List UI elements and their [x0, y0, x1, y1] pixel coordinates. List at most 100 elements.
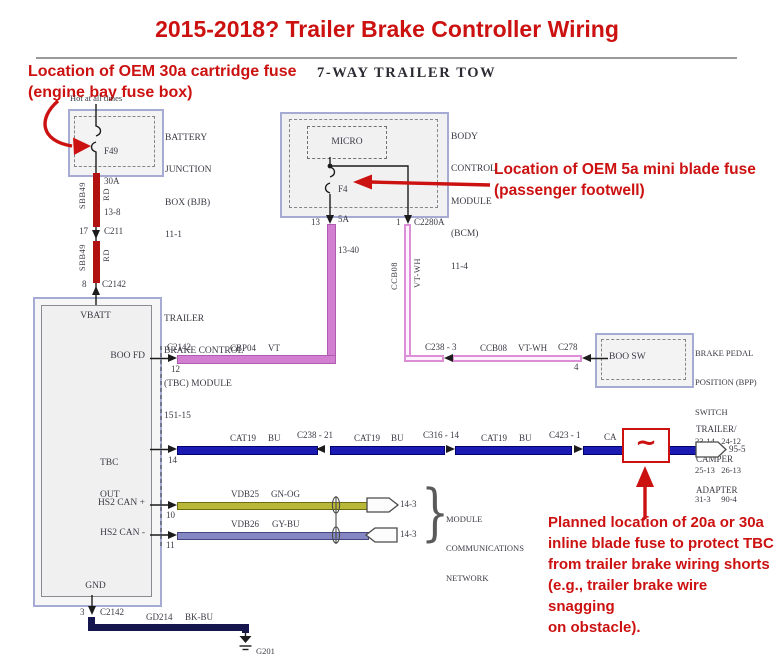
- bpp-name-2: POSITION (BPP): [695, 377, 757, 388]
- bjb-name-1: BATTERY: [165, 132, 208, 143]
- pin-4: 4: [574, 362, 579, 372]
- bjb-fuse-amp: 30A: [104, 176, 120, 187]
- tbc-pin-tbcout: TBC OUT: [100, 436, 120, 523]
- bcm-name-5: 11-4: [451, 261, 469, 272]
- label-cbp04: CBP04: [230, 343, 257, 353]
- bcm-fuse-amp: 5A: [338, 214, 349, 225]
- pin13-arrow: [325, 215, 334, 224]
- annotation-30a-line1: Location of OEM 30a cartridge fuse: [28, 63, 297, 80]
- label-vtwh: VT-WH: [518, 343, 548, 353]
- connector-c316-14: C316 - 14: [423, 430, 459, 440]
- connector-c2142-boofd: C2142: [167, 342, 192, 352]
- bcm-pin-13: 13: [311, 217, 320, 227]
- adapter-name-1: TRAILER/: [696, 423, 737, 434]
- bjb-name-2: JUNCTION: [165, 165, 212, 176]
- pin-10: 10: [166, 510, 175, 520]
- label-gybu: GY-BU: [272, 519, 300, 529]
- wire-ccb08-horizontal-b: [452, 355, 582, 362]
- connector-c2142-gnd: C2142: [100, 607, 125, 617]
- label-cat19-2: CAT19: [354, 433, 381, 443]
- connector-c278: C278: [558, 342, 578, 352]
- label-cat19-3: CAT19: [481, 433, 508, 443]
- annotation-inline-line2: inline blade fuse to protect TBC: [548, 535, 774, 552]
- tbc-pin-tbcout-1: TBC: [100, 457, 119, 468]
- can-plus-connector-pentagon: [366, 497, 400, 513]
- adapter-name-3: ADAPTER: [696, 485, 738, 495]
- wire-vdb25: [177, 502, 369, 510]
- tbc-pin-tbcout-2: OUT: [100, 490, 120, 501]
- wire-sbb49-upper-color: RD: [101, 188, 111, 201]
- annotation-inline-line5: on obstacle).: [548, 619, 641, 636]
- label-bu-2: BU: [391, 433, 404, 443]
- bcm-fuse-label: F4 5A 13-40: [338, 163, 359, 276]
- annotation-inline-line1: Planned location of 20a or 30a: [548, 514, 764, 531]
- bcm-fuse-ref: 13-40: [338, 245, 359, 255]
- wire-vdb26: [177, 532, 369, 540]
- wire-cbp04-vertical: [327, 224, 336, 363]
- adapter-connector-label: E: [702, 444, 707, 453]
- wire-cbp04-horizontal: [177, 355, 336, 364]
- tbc-name-4: 151-15: [164, 411, 191, 422]
- annotation-30a-line2: (engine bay fuse box): [28, 84, 193, 102]
- network-brace: }: [421, 478, 450, 550]
- bcm-name: BODY CONTROL MODULE (BCM) 11-4: [451, 110, 496, 294]
- inline-fuse-wave: ~: [635, 427, 657, 458]
- label-vdb26: VDB26: [231, 519, 260, 529]
- bpp-ref-1: 23-14 24-12: [695, 435, 742, 446]
- ground-symbol: [239, 631, 252, 651]
- tbcout-pin-arrow: [168, 445, 177, 453]
- label-vtwh-vertical: VT-WH: [412, 258, 422, 289]
- inline-fuse-symbol: ~: [622, 428, 670, 463]
- arrow-inline-head: [636, 466, 654, 487]
- title-divider: [36, 57, 737, 59]
- bjb-fuse-label: F49 30A 13-8: [104, 125, 121, 238]
- annotation-inline-line4: (e.g., trailer brake wire snagging: [548, 577, 708, 615]
- annotation-inline-line3: from trailer brake wiring shorts: [548, 556, 770, 573]
- connector-c211: C211: [104, 226, 124, 236]
- pin-11: 11: [166, 540, 175, 550]
- bpp-name-3: SWITCH: [695, 406, 728, 417]
- bcm-micro-box: MICRO: [307, 126, 387, 159]
- wire-ccb08-horizontal-a: [404, 355, 444, 362]
- bjb-hot-label: Hot at all times: [70, 93, 123, 103]
- connector-c238-21: C238 - 21: [297, 430, 333, 440]
- wire-ccb08-vertical: [404, 224, 411, 361]
- annotation-5a-fuse: Location of OEM 5a mini blade fuse (pass…: [494, 160, 756, 202]
- module-network-3: NETWORK: [446, 572, 489, 583]
- label-cbp04-color: VT: [268, 343, 280, 353]
- page-title: 2015-2018? Trailer Brake Controller Wiri…: [155, 16, 619, 42]
- wire-sbb49-lower-color: RD: [101, 249, 111, 262]
- connector-c423-1: C423 - 1: [549, 430, 581, 440]
- bcm-name-3: MODULE: [451, 196, 492, 207]
- connector-arrow-c211: [91, 230, 100, 239]
- can-minus-connector-pentagon: [364, 527, 398, 543]
- ground-label: G201 10-8: [256, 628, 275, 657]
- connector-c2142-vbatt: C2142: [102, 279, 127, 289]
- wire-cat19-seg4: [583, 446, 624, 455]
- bcm-name-2: CONTROL: [451, 164, 496, 175]
- bcm-micro-label: MICRO: [331, 137, 363, 148]
- pin-3: 3: [80, 607, 85, 617]
- adapter-name-2: CAMPER: [696, 454, 734, 465]
- bjb-fuse-ref: 13-8: [104, 207, 121, 217]
- bpp-box: [595, 333, 694, 388]
- tbc-name-1: TRAILER: [164, 313, 205, 324]
- label-gd214: GD214: [146, 612, 173, 622]
- label-cat19-1: CAT19: [230, 433, 257, 443]
- module-network-2: COMMUNICATIONS: [446, 543, 524, 554]
- adapter-name: TRAILER/ CAMPER ADAPTER: [696, 403, 738, 516]
- tbc-name-3: (TBC) MODULE: [164, 378, 232, 389]
- label-ccb08: CCB08: [480, 343, 508, 353]
- can-plus-ref: 14-3: [400, 499, 417, 509]
- label-bkbu: BK-BU: [185, 612, 214, 622]
- label-bu-1: BU: [268, 433, 281, 443]
- annotation-30a-fuse: Location of OEM 30a cartridge fuse (engi…: [28, 61, 297, 103]
- adapter-ref: 95-5: [729, 444, 746, 454]
- bpp-name-1: BRAKE PEDAL: [695, 348, 754, 359]
- bcm-pin-1: 1: [396, 217, 401, 227]
- label-bu-3: BU: [519, 433, 532, 443]
- tbc-inner-box: [41, 305, 152, 597]
- bpp-ref-2: 25-13 26-13: [695, 464, 742, 475]
- wire-cat19-seg3: [455, 446, 572, 455]
- can-plus-pin-arrow: [168, 500, 177, 509]
